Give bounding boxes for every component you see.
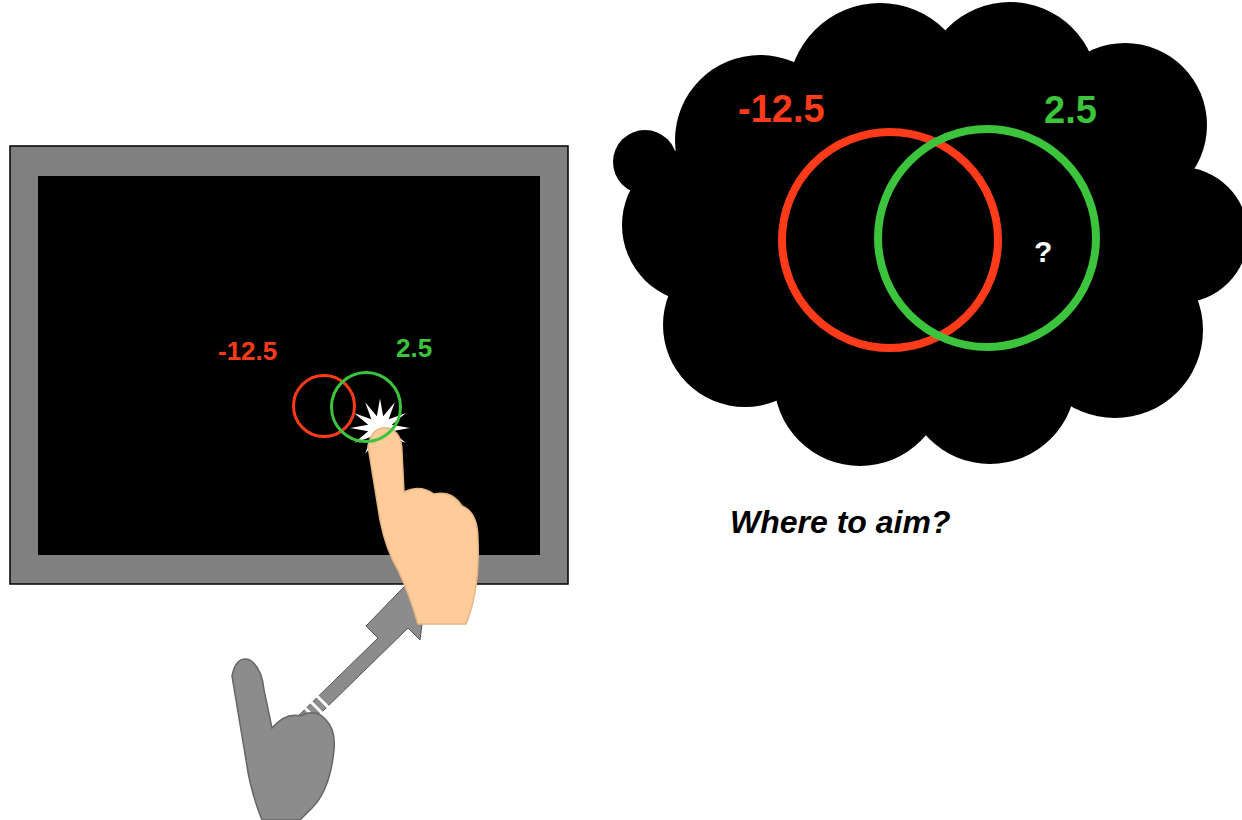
circle-label: -12.5: [218, 338, 277, 364]
pointing-finger: [368, 428, 478, 624]
monitor-frame: [10, 146, 568, 584]
question-caption: Where to aim?: [730, 506, 950, 538]
monitor-screen: [38, 176, 540, 555]
red-circle: -12.5: [292, 374, 356, 438]
circle-label: 2.5: [1044, 91, 1097, 129]
circle-outline: [292, 374, 356, 438]
circle-outline: [330, 371, 402, 443]
circle-label: ?: [1034, 237, 1052, 267]
thought-cloud: [613, 2, 1242, 466]
gray-hand: [232, 659, 334, 820]
red-circle: -12.5: [778, 128, 1002, 352]
circle-outline: [778, 128, 1002, 352]
circle-outline: [874, 125, 1100, 351]
green-circle: 2.5: [330, 371, 402, 443]
circle-label: -12.5: [738, 90, 825, 128]
green-circle: 2.5?: [874, 125, 1100, 351]
circle-label: 2.5: [396, 335, 432, 361]
